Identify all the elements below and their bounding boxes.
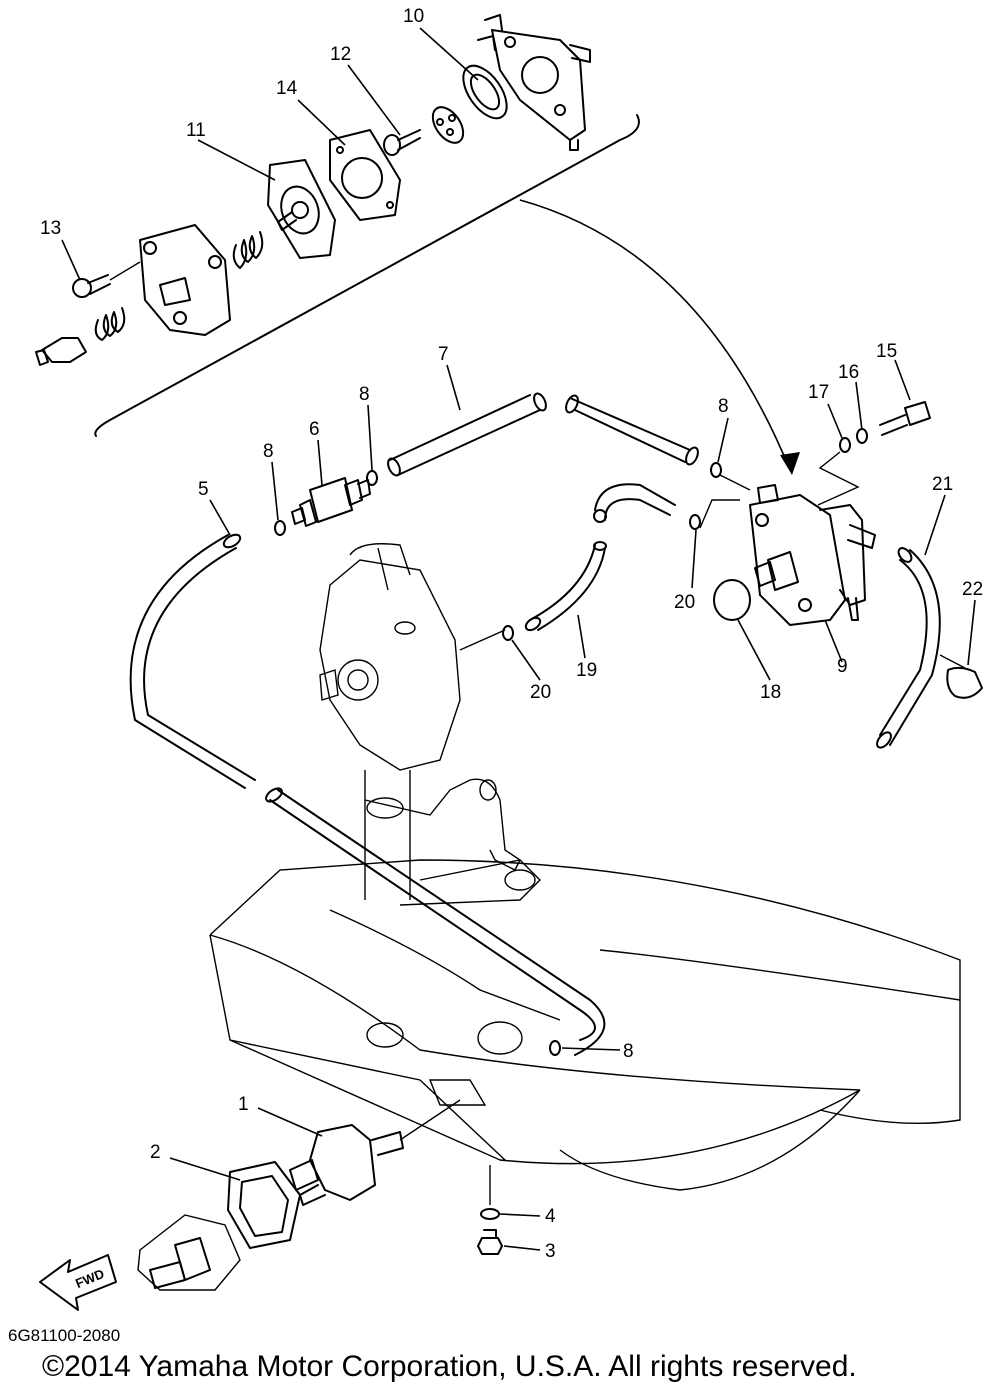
callout-2: 2 [150,1142,161,1163]
diaphragm-assembly-11 [267,159,336,259]
clip-20-carb [502,625,514,641]
pump-diaphragm [462,64,508,120]
callout-8-filter: 8 [359,384,370,405]
screw-15 [879,401,931,436]
grommet-2 [227,1161,301,1249]
washer-17 [839,437,851,453]
callout-8-pump: 8 [718,396,729,417]
callout-13: 13 [40,218,61,239]
callout-3: 3 [545,1241,556,1262]
callout-6: 6 [309,419,320,440]
clip-8-hose5 [274,520,286,536]
pump-base [139,224,231,336]
fuel-hose-7 [387,392,699,477]
callout-12: 12 [330,44,351,65]
screw-12 [383,129,421,156]
callout-19: 19 [576,660,597,681]
fuel-pump-9 [749,484,876,626]
callout-8-hose: 8 [263,441,274,462]
clip-20-pump [689,514,701,530]
leader-lines [61,27,976,1251]
callout-17: 17 [808,382,829,403]
fuel-connector-housing [137,1214,241,1291]
pump-exploded-inset [35,14,640,437]
carburetor [319,543,506,771]
callout-20-pump: 20 [674,592,695,613]
fuel-filter-6 [291,477,371,527]
fuel-tank [209,859,961,1191]
callout-5: 5 [198,479,209,500]
clip-8-tank [549,1040,561,1056]
fwd-arrow: FWD [39,1254,117,1311]
callout-20-carb: 20 [530,682,551,703]
pump-valve-disc [431,106,465,144]
callout-10: 10 [403,6,424,27]
callout-8-tank: 8 [623,1041,634,1062]
inset-pointer-arrowhead [780,452,800,475]
fuel-hose-19 [524,483,676,632]
washer-4 [480,1208,500,1220]
clip-8-pump [710,462,722,478]
assembly-line-screw [817,451,860,506]
callout-18: 18 [760,682,781,703]
pump-spring [232,231,264,269]
fuel-hose-5 [129,533,606,1056]
fuel-hose-21 [876,547,941,749]
diagram-code: 6G81100-2080 [8,1326,121,1345]
copyright-notice: ©2014 Yamaha Motor Corporation, U.S.A. A… [42,1350,857,1383]
washer-16 [856,428,868,444]
inset-pointer-arrow [519,199,791,471]
callout-1: 1 [238,1094,249,1115]
lower-spring-and-plunger [35,307,126,366]
callout-9: 9 [837,656,848,677]
callout-22: 22 [962,579,983,600]
fuel-joint-1 [289,1099,461,1206]
callout-16: 16 [838,362,859,383]
clips [274,462,751,1056]
bolt-3 [477,1229,503,1255]
o-ring-18 [713,579,751,621]
gasket-14 [329,129,401,221]
callout-7: 7 [438,344,449,365]
engine-bracket [364,770,541,906]
callout-4: 4 [545,1206,556,1227]
screw-13 [72,261,141,298]
clip-8-filter [366,470,378,486]
callout-14: 14 [276,78,298,99]
callout-21: 21 [932,474,953,495]
callout-15: 15 [876,341,897,362]
callout-11: 11 [186,120,206,141]
inset-boundary-line [94,114,640,437]
clamp-22 [939,654,983,699]
callout-numbers: 10 12 14 11 13 7 8 6 8 5 8 17 16 15 21 2… [40,6,983,1262]
pump-cover-upper [477,14,591,151]
